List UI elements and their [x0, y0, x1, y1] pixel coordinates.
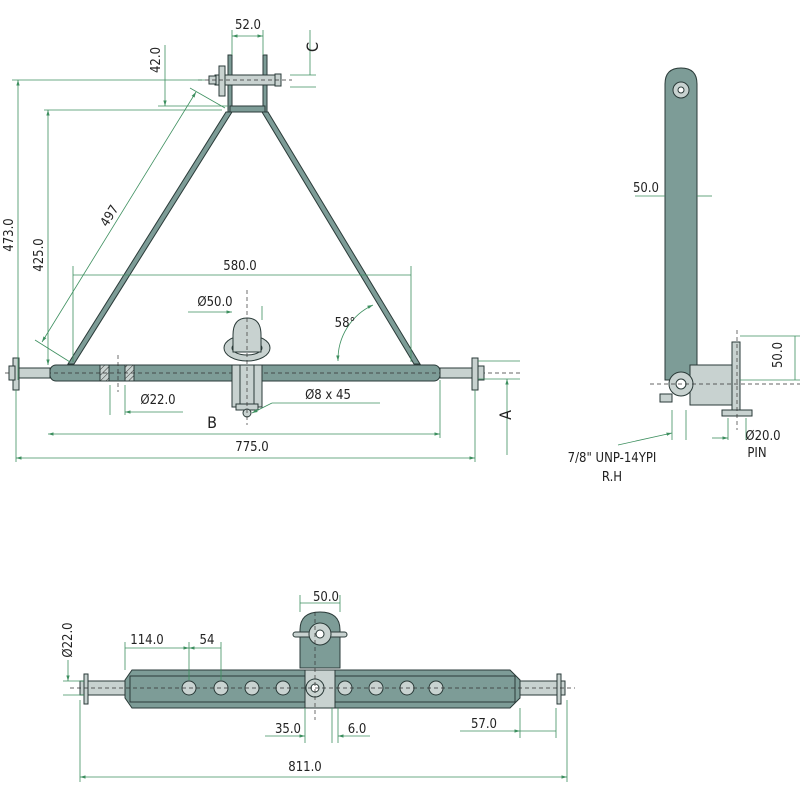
- dim-side-pin-diameter: Ø20.0: [745, 429, 780, 444]
- dim-tab-width: 50.0: [313, 590, 339, 605]
- thread-hand: R.H: [602, 470, 622, 485]
- dimension-pin: Ø8 x 45: [251, 388, 380, 414]
- dim-side-bar-width: 50.0: [633, 181, 659, 196]
- side-pin-label: PIN: [747, 446, 766, 461]
- side-clevis: [650, 330, 800, 430]
- dimension-angle: 58°: [335, 304, 374, 362]
- dim-hole-pitch: 54: [200, 633, 215, 648]
- dim-angle: 58°: [335, 316, 356, 331]
- dimension-425: 425.0: [32, 109, 222, 365]
- side-view: 50.0 50.0 Ø20.0 PIN 7/8" UNP-14YPI R.H: [568, 67, 800, 485]
- dimension-775: 775.0: [15, 390, 476, 462]
- dimension-497: 497: [34, 87, 226, 363]
- dim-overall-height: 473.0: [2, 218, 17, 251]
- dimension-ball: Ø50.0: [188, 295, 263, 320]
- label-a: A: [496, 410, 515, 420]
- dim-pin-length: 57.0: [471, 717, 497, 732]
- dim-plate-thickness: 6.0: [348, 722, 367, 737]
- dimension-c: C: [290, 30, 322, 88]
- dim-bottom-overall-width: 811.0: [288, 760, 321, 775]
- dim-leg-length: 497: [98, 203, 123, 230]
- left-leg: [67, 111, 233, 365]
- side-bar: [664, 67, 698, 381]
- dim-pin-spec: Ø8 x 45: [305, 388, 351, 403]
- dim-bottom-pin-diameter: Ø22.0: [61, 622, 76, 657]
- dimension-52: 52.0: [231, 18, 264, 55]
- dim-leg-spacing: 580.0: [223, 259, 256, 274]
- label-c: C: [303, 42, 322, 52]
- top-bracket: [198, 54, 292, 113]
- ball-hitch: [223, 290, 271, 425]
- dimension-580: 580.0: [72, 259, 412, 362]
- dim-first-hole: 114.0: [130, 633, 163, 648]
- dim-ball-diameter: Ø50.0: [197, 295, 232, 310]
- right-pin: [439, 357, 485, 391]
- dim-center-offset: 35.0: [275, 722, 301, 737]
- dim-top-width: 52.0: [235, 18, 261, 33]
- thread-spec: 7/8" UNP-14YPI: [568, 451, 657, 466]
- dim-hole-diameter: Ø22.0: [140, 393, 175, 408]
- dimension-b: B: [48, 380, 441, 438]
- dimension-a: A: [478, 360, 520, 455]
- bottom-view: 50.0 114.0 54 Ø22.0 35.0 6.0 57.0 811.0: [61, 590, 575, 782]
- dimension-473: 473.0: [2, 79, 205, 380]
- dim-top-offset: 42.0: [149, 47, 164, 73]
- left-pin: [8, 357, 51, 391]
- dim-overall-width: 775.0: [235, 440, 268, 455]
- label-b: B: [207, 413, 217, 432]
- dim-clevis-height: 50.0: [771, 342, 786, 368]
- dim-frame-height: 425.0: [32, 238, 47, 271]
- dimension-hole: Ø22.0: [109, 385, 183, 415]
- front-view: 52.0 C 42.0 473.0 425.0 497: [2, 18, 520, 462]
